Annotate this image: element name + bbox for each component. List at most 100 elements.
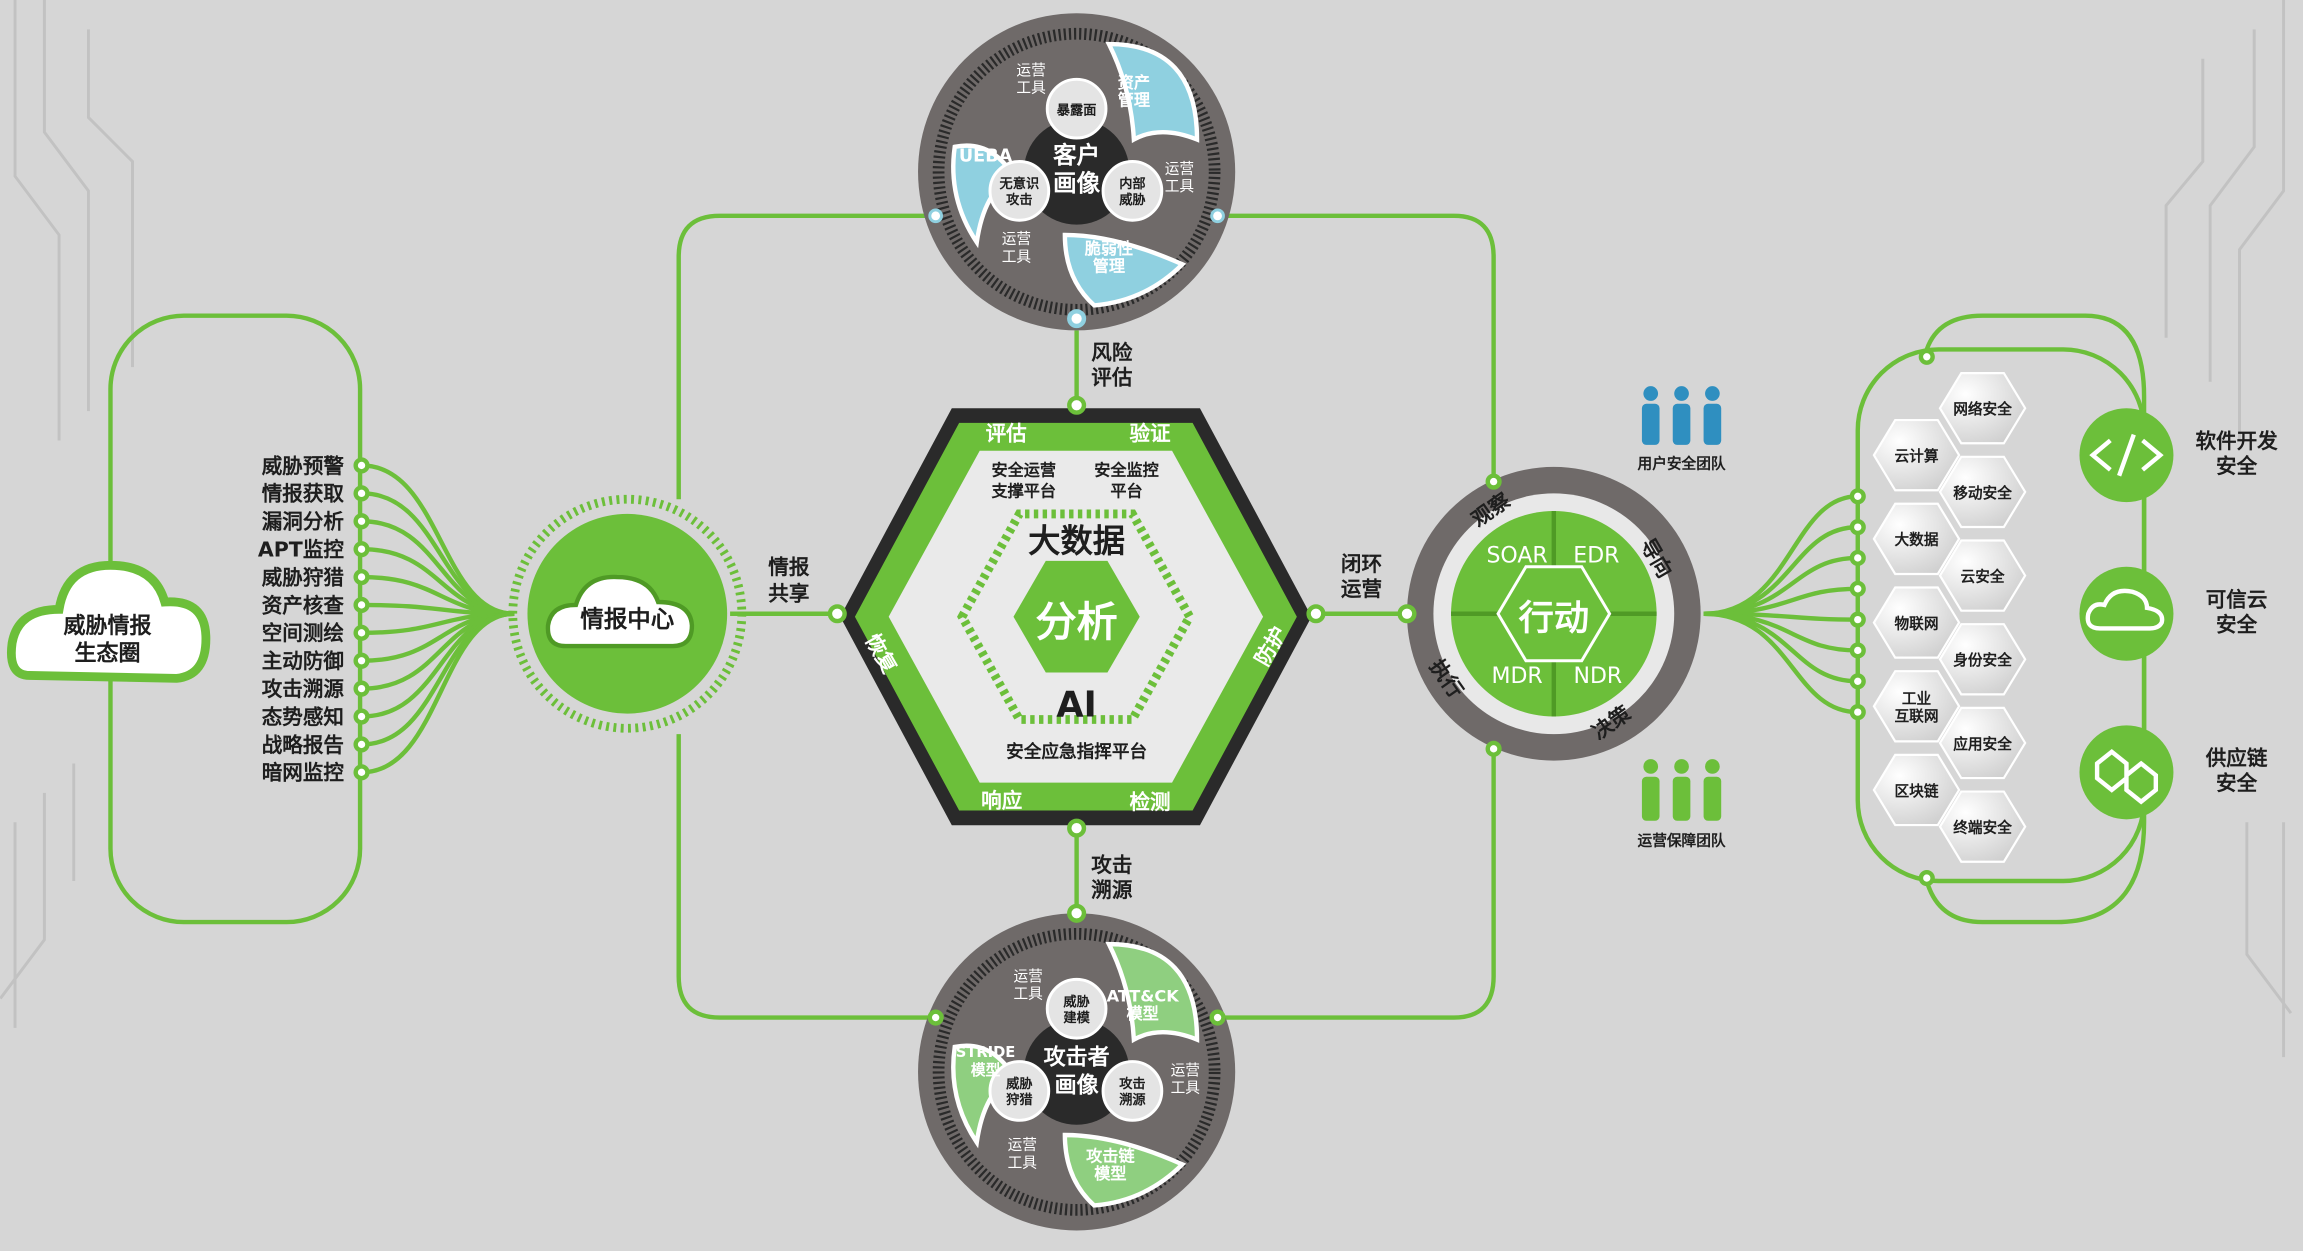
svg-text:画像: 画像 [1053,169,1100,197]
domain-hex: 物联网 [1872,586,1961,659]
svg-text:威胁: 威胁 [1006,1075,1032,1092]
svg-text:共享: 共享 [768,582,809,606]
svg-text:运营: 运营 [1165,160,1194,177]
svg-text:网络安全: 网络安全 [1953,400,2012,418]
domain-hex: 终端安全 [1938,790,2027,863]
svg-text:评估: 评估 [986,421,1028,445]
feed-port [353,568,370,586]
svg-text:用户安全团队: 用户安全团队 [1638,454,1726,472]
svg-text:攻击链: 攻击链 [1086,1146,1135,1165]
svg-text:行动: 行动 [1519,598,1589,639]
domain-hex: 云计算 [1872,418,1961,492]
svg-text:工具: 工具 [1013,985,1043,1002]
domain-hex: 大数据 [1872,502,1961,576]
svg-text:安全: 安全 [2216,612,2258,636]
svg-text:威胁情报: 威胁情报 [64,613,152,639]
svg-text:互联网: 互联网 [1894,708,1938,725]
svg-text:供应链: 供应链 [2205,746,2268,770]
svg-text:工具: 工具 [1008,1154,1038,1171]
feed-port [353,485,370,502]
svg-text:运营: 运营 [1171,1062,1200,1079]
circuit-decoration-right [2164,0,2293,1058]
svg-text:移动安全: 移动安全 [1953,484,2012,502]
svg-text:管理: 管理 [1093,257,1125,276]
ops-support-team: 运营保障团队 [1638,759,1726,850]
svg-text:安全应急指挥平台: 安全应急指挥平台 [1006,742,1147,763]
svg-text:分析: 分析 [1036,598,1118,646]
svg-text:区块链: 区块链 [1894,782,1938,800]
intel-feed-item: 战略报告 [262,733,344,757]
svg-text:身份安全: 身份安全 [1953,651,2012,669]
intel-feed-item: 主动防御 [262,649,344,673]
svg-text:安全: 安全 [2216,771,2258,795]
svg-text:应用安全: 应用安全 [1953,735,2012,753]
svg-text:运营保障团队: 运营保障团队 [1638,832,1726,850]
svg-text:可信云: 可信云 [2206,587,2268,611]
svg-text:威胁: 威胁 [1063,993,1089,1010]
svg-text:大数据: 大数据 [1028,522,1125,560]
svg-text:工具: 工具 [1016,80,1046,97]
svg-text:STRIDE: STRIDE [956,1044,1016,1061]
svg-text:建模: 建模 [1063,1009,1090,1026]
feed-port [353,513,370,530]
intel-feed-list: 威胁预警情报获取漏洞分析APT监控威胁狩猎资产核查空间测绘主动防御攻击溯源态势感… [258,454,370,785]
svg-text:威胁: 威胁 [1119,191,1145,208]
svg-text:溯源: 溯源 [1119,1091,1146,1108]
svg-text:运营: 运营 [1013,968,1042,985]
svg-text:云安全: 云安全 [1961,567,2005,585]
intel-feed-item: 攻击溯源 [262,677,345,701]
closed-loop-label: 闭环 [1341,552,1382,576]
intel-feed-item: 威胁狩猎 [262,565,345,589]
svg-text:狩猎: 狩猎 [1006,1091,1032,1108]
user-security-team: 用户安全团队 [1638,386,1726,472]
svg-text:云计算: 云计算 [1894,447,1938,465]
svg-text:MDR: MDR [1491,664,1542,689]
svg-text:暴露面: 暴露面 [1057,103,1097,119]
svg-text:管理: 管理 [1118,91,1150,110]
domain-hex: 云安全 [1938,539,2027,612]
svg-text:EDR: EDR [1573,543,1619,568]
attack-trace-label: 攻击 [1091,853,1132,877]
svg-text:资产: 资产 [1118,73,1150,92]
svg-text:验证: 验证 [1129,421,1171,445]
intel-feed-item: 态势感知 [262,705,344,729]
svg-text:安全监控: 安全监控 [1094,461,1159,480]
feed-port [353,652,370,669]
svg-text:工业: 工业 [1902,690,1932,707]
svg-text:检测: 检测 [1129,790,1170,814]
svg-text:响应: 响应 [981,789,1023,813]
svg-text:无意识: 无意识 [999,175,1040,192]
feed-port [353,680,370,697]
intel-share-label: 情报 [768,555,810,579]
svg-text:ATT&CK: ATT&CK [1107,986,1180,1005]
domain-hex: 身份安全 [1938,623,2027,696]
intel-feed-item: 空间测绘 [262,621,345,645]
action-ring: 行动 SOAR EDR MDR NDR 观察 导向 执行 决策 [1397,466,1701,761]
connectors [108,213,2147,1020]
svg-text:物联网: 物联网 [1894,614,1938,632]
svg-text:模型: 模型 [971,1061,1001,1079]
domain-hex: 网络安全 [1938,371,2027,445]
svg-text:工具: 工具 [1002,248,1032,265]
feed-port [353,624,370,641]
svg-text:运营: 运营 [1341,577,1382,601]
code-icon [2089,433,2164,477]
svg-text:脆弱性: 脆弱性 [1085,239,1133,258]
circuit-decoration-left [0,0,134,1028]
domain-hex: 移动安全 [1938,455,2027,529]
svg-text:攻击: 攻击 [1119,1075,1145,1092]
svg-text:攻击者: 攻击者 [1044,1045,1110,1071]
feed-port [353,541,370,558]
cloud-icon [545,574,695,649]
svg-text:攻击: 攻击 [1006,191,1032,208]
svg-text:终端安全: 终端安全 [1953,819,2012,837]
svg-text:安全: 安全 [2216,454,2258,478]
feed-port [353,736,370,753]
svg-text:AI: AI [1056,685,1096,726]
